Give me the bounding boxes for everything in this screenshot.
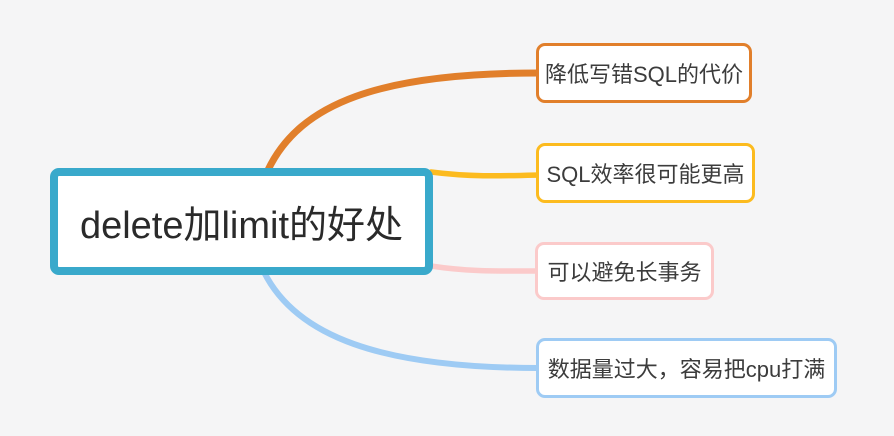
branch-topic-cpu-saturation[interactable]: 数据量过大，容易把cpu打满 bbox=[536, 338, 837, 398]
branch-topic-lower-sql-mistake-cost[interactable]: 降低写错SQL的代价 bbox=[536, 43, 752, 103]
connector-branch-4 bbox=[261, 269, 542, 371]
branch-topic-sql-efficiency[interactable]: SQL效率很可能更高 bbox=[536, 143, 755, 203]
connector-branch-1 bbox=[264, 69, 543, 174]
branch-topic-avoid-long-transaction[interactable]: 可以避免长事务 bbox=[535, 242, 714, 300]
connector-branch-2 bbox=[428, 169, 542, 179]
branch-topic-label: 可以避免长事务 bbox=[547, 260, 702, 285]
root-topic-label: delete加limit的好处 bbox=[79, 205, 404, 247]
connector-branch-3 bbox=[428, 263, 541, 274]
branch-topic-label: 数据量过大，容易把cpu打满 bbox=[547, 357, 826, 382]
root-topic[interactable]: delete加limit的好处 bbox=[50, 168, 433, 275]
branch-topic-label: SQL效率很可能更高 bbox=[546, 162, 745, 187]
branch-topic-label: 降低写错SQL的代价 bbox=[544, 62, 744, 87]
